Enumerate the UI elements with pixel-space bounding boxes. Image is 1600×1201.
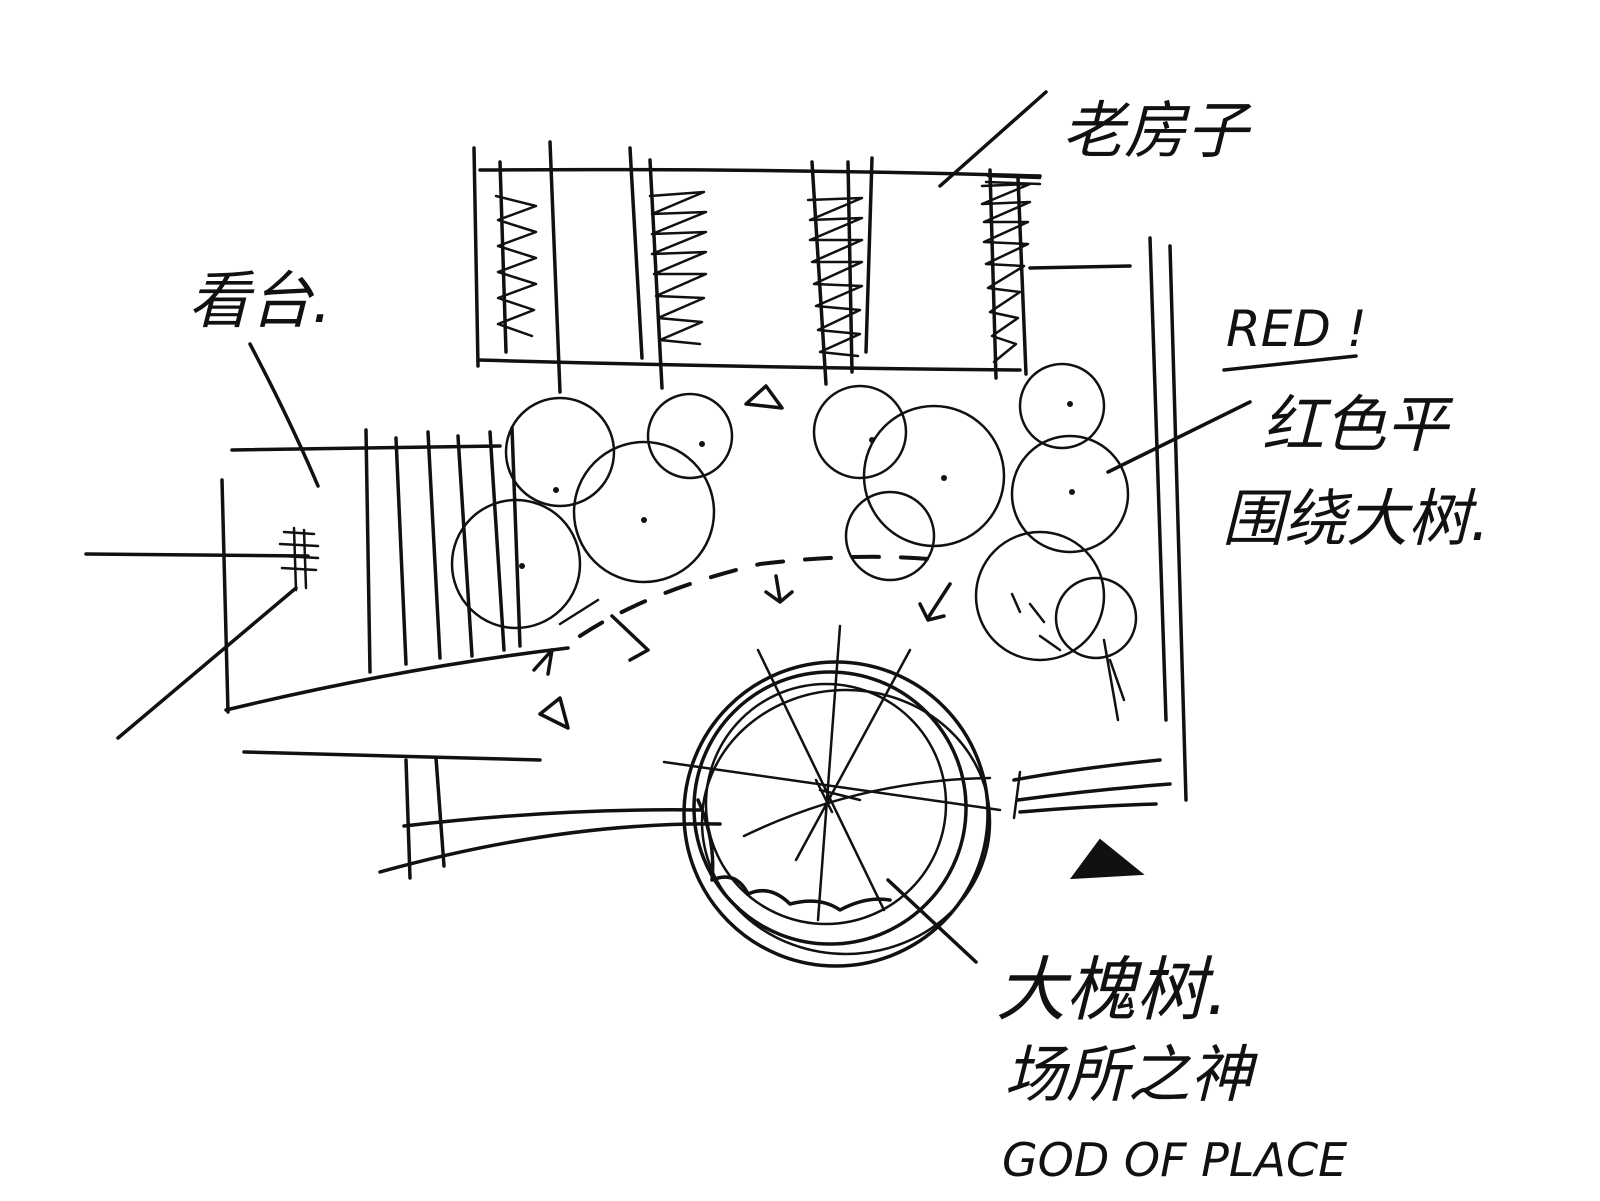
- viewing-platform-steps: [84, 342, 570, 740]
- label-red-section: RED !: [1226, 300, 1367, 358]
- label-surround-trees: 围绕大树.: [1222, 482, 1490, 555]
- label-genius-loci: 场所之神: [1004, 1038, 1258, 1111]
- right-boundary: [1102, 236, 1188, 802]
- label-red-section-note: 红色平: [1262, 388, 1454, 461]
- label-leaders: [938, 90, 1358, 474]
- old-houses-block: [472, 140, 1132, 394]
- tree-cluster: [450, 362, 1138, 662]
- big-tree: [662, 624, 1002, 968]
- lower-paving: [242, 750, 1172, 880]
- label-big-tree: 大槐树.: [996, 949, 1228, 1031]
- label-viewing-platform: 看台.: [188, 264, 332, 337]
- circulation-path: [558, 554, 1062, 662]
- label-old-houses: 老房子: [1062, 94, 1252, 167]
- view-markers: [532, 384, 1145, 880]
- label-genius-loci-en: GOD OF PLACE: [1002, 1133, 1347, 1187]
